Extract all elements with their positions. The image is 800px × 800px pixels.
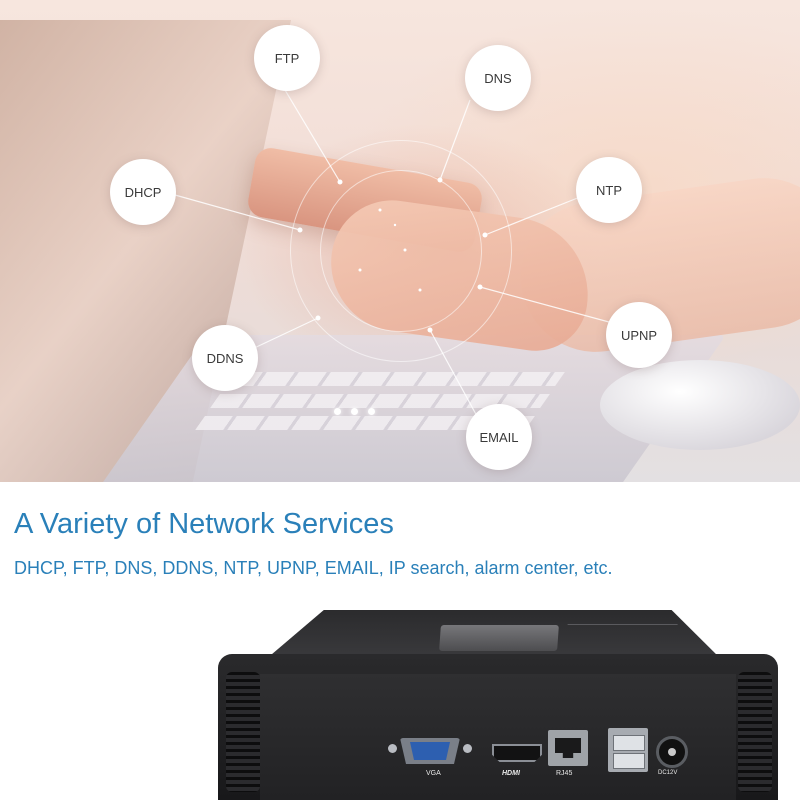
network-lines [0,0,800,482]
node-label: NTP [596,182,622,198]
glow-ring [320,170,482,332]
node-label: DNS [484,70,512,86]
service-node-upnp: UPNP [606,302,672,368]
service-node-ftp: FTP [254,25,320,91]
pagination-dots [334,408,375,415]
dot [368,408,375,415]
service-node-ddns: DDNS [192,325,258,391]
headline-subtitle: DHCP, FTP, DNS, DDNS, NTP, UPNP, EMAIL, … [14,558,613,578]
vent-right [738,672,772,792]
service-node-email: EMAIL [466,404,532,470]
headline-title: A Variety of Network Services [14,508,394,540]
service-node-ntp: NTP [576,157,642,223]
service-node-dhcp: DHCP [110,159,176,225]
dc-power-port-icon [656,736,688,768]
nvr-device: VGA HDMI RJ45 DC12V [218,610,778,800]
node-label: FTP [274,50,300,66]
rj45-port-icon [548,730,588,766]
dot [334,408,341,415]
hero-photo: FTP DNS DHCP NTP UPNP DDNS EMAIL [0,0,800,482]
node-label: DHCP [124,184,162,200]
rear-port-panel [260,674,736,800]
vga-label: VGA [426,770,441,777]
node-label: EMAIL [479,429,519,445]
mouse-shape [600,360,800,450]
usb-ports-icon [608,728,648,772]
vent-left [226,672,260,792]
service-node-dns: DNS [465,45,531,111]
vga-port-icon [388,734,472,766]
dc-label: DC12V [658,770,678,776]
rj45-label: RJ45 [556,770,573,777]
device-top-panel [439,625,559,651]
hdmi-label: HDMI [502,770,520,777]
glow-ring [290,140,512,362]
hdmi-port-icon [492,744,542,762]
node-label: DDNS [206,350,244,366]
node-label: UPNP [620,327,658,343]
dot [351,408,358,415]
